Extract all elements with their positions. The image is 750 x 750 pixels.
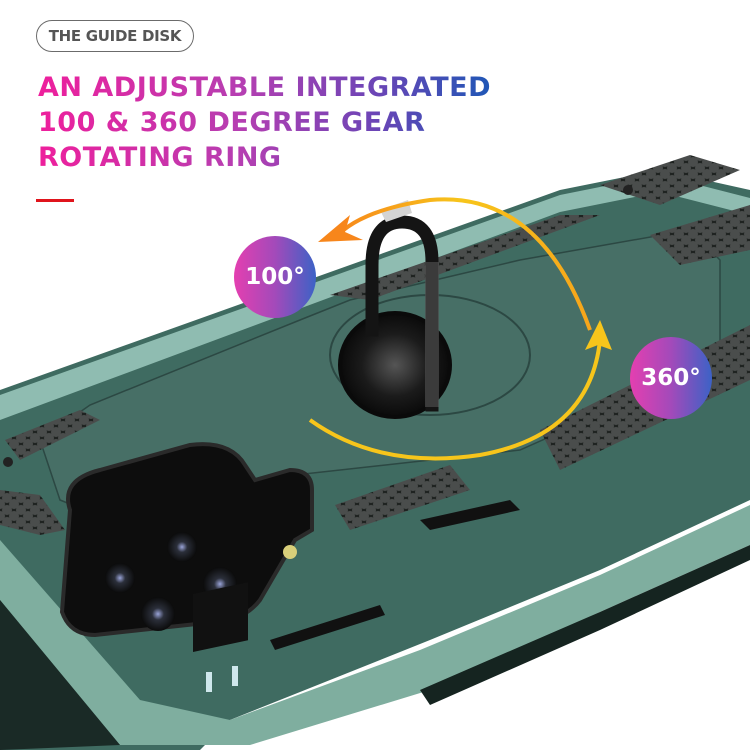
accent-divider <box>36 199 74 202</box>
grip-top-right <box>600 155 740 205</box>
camera-lens-4 <box>141 597 175 631</box>
rotation-arrow-100 <box>333 197 592 331</box>
rotation-arrow-360 <box>308 339 602 461</box>
grip-right-3 <box>335 465 470 530</box>
ring-disc <box>338 311 452 419</box>
corner-vents <box>193 582 248 692</box>
arrow-head-right <box>585 320 612 350</box>
camera-lens-2 <box>105 563 135 593</box>
side-button <box>270 605 385 650</box>
grip-right-1 <box>650 205 750 265</box>
camera-flash <box>283 545 297 559</box>
arrow-head-left <box>318 215 363 242</box>
case-side <box>0 505 750 745</box>
ring-loop <box>365 215 439 412</box>
grip-left-lower <box>0 490 65 535</box>
badge-100-degree: 100° <box>234 236 316 318</box>
badge-360-degree: 360° <box>630 337 712 419</box>
screw <box>623 185 633 195</box>
grip-left <box>5 410 100 460</box>
camera-lens-1 <box>167 532 197 562</box>
screw <box>3 457 13 467</box>
side-button-2 <box>420 500 520 530</box>
guide-disk-tag: THE GUIDE DISK <box>36 20 194 52</box>
